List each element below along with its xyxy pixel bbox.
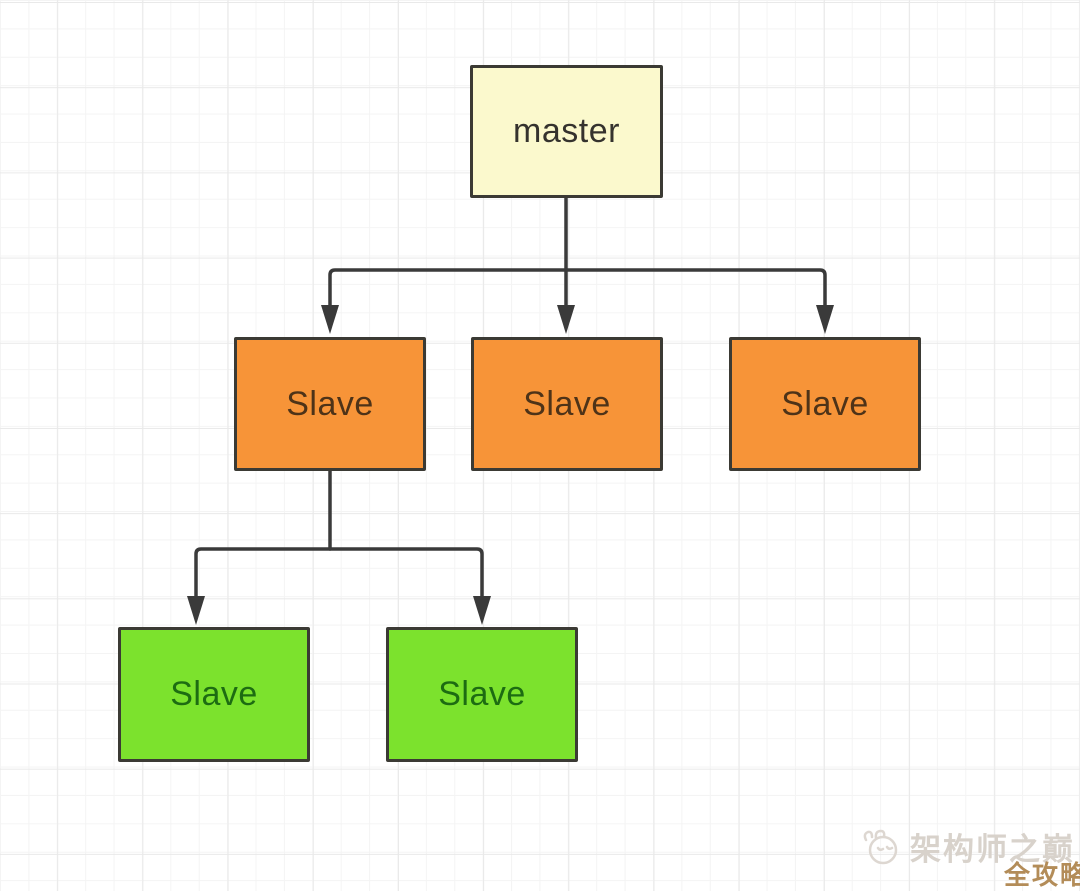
- arrowhead-slave2: [557, 305, 575, 334]
- node-slave-5: Slave: [386, 627, 578, 762]
- node-slave-1: Slave: [234, 337, 426, 471]
- node-slave-2: Slave: [471, 337, 663, 471]
- node-slave-1-label: Slave: [286, 384, 374, 423]
- arrowhead-slave3: [816, 305, 834, 334]
- watermark-brand: 架构师之巅: [858, 824, 1075, 869]
- node-slave-2-label: Slave: [523, 384, 611, 423]
- edge-master-rail: [328, 268, 827, 308]
- arrowhead-slave4: [187, 596, 205, 625]
- node-slave-3-label: Slave: [781, 384, 869, 423]
- arrowhead-slave5: [473, 596, 491, 625]
- watermark-badge-text: 全攻略: [1004, 860, 1080, 890]
- arrowhead-slave1: [321, 305, 339, 334]
- watermark-brand-text: 架构师之巅: [910, 832, 1075, 867]
- node-master: master: [470, 65, 663, 198]
- node-slave-4: Slave: [118, 627, 310, 762]
- node-slave-3: Slave: [729, 337, 921, 471]
- node-slave-5-label: Slave: [438, 675, 526, 713]
- bird-mascot-icon: [863, 829, 898, 864]
- node-master-label: master: [513, 112, 620, 150]
- node-slave-4-label: Slave: [170, 675, 258, 713]
- edge-slave1-rail: [194, 547, 484, 599]
